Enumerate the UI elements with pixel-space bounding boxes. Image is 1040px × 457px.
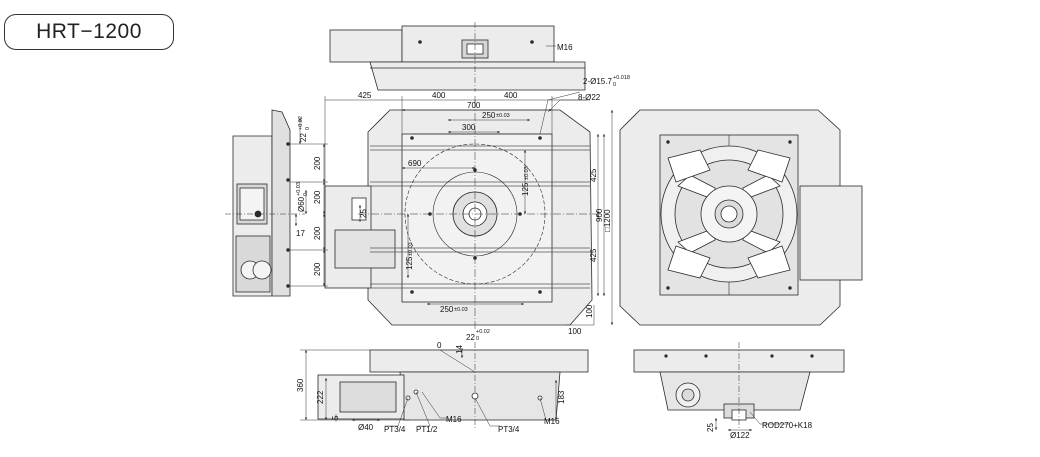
dim-front-0: 0 — [437, 341, 442, 350]
dim-side-17: 17 — [296, 229, 305, 238]
dim-m16-top: M16 — [557, 43, 573, 52]
dim-250-top: 250 — [482, 111, 496, 120]
dim-100-horizontal: 100 — [568, 327, 582, 336]
front-view — [317, 342, 589, 428]
dim-1200: □1200 — [603, 209, 612, 232]
dim-400-right: 400 — [504, 91, 518, 100]
plan-view — [324, 100, 598, 330]
dim-side-200-b: 200 — [313, 190, 322, 204]
dim-side-200-a: 200 — [313, 156, 322, 170]
dim-holes-22: 8-Ø22 — [578, 93, 601, 102]
dim-125-top: 125 — [521, 182, 530, 196]
dim-rear-25: 25 — [706, 423, 715, 432]
tol-holes-15-zero: 0 — [613, 82, 616, 88]
tol-side-60: +0.03 — [296, 182, 302, 196]
label-pt34-left: PT3/4 — [384, 425, 406, 434]
dim-250-bottom: 250 — [440, 305, 454, 314]
top-elevation-view — [329, 22, 586, 92]
dim-front-40: Ø40 — [358, 423, 374, 432]
dim-side-22: 22 — [299, 133, 308, 142]
front-dimension-lines — [300, 348, 558, 427]
dim-front-360: 360 — [296, 378, 305, 392]
tol-250-bottom: ±0.03 — [454, 307, 468, 313]
dim-100-vertical: 100 — [585, 304, 594, 318]
dim-side-200-d: 200 — [313, 262, 322, 276]
dim-400-left: 400 — [432, 91, 446, 100]
dim-front-5: 5 — [331, 415, 340, 420]
label-pt34-right: PT3/4 — [498, 425, 520, 434]
dim-425-top: 425 — [358, 91, 372, 100]
dim-690: 690 — [408, 159, 422, 168]
dim-425-right-lower: 425 — [589, 248, 598, 262]
tol-125-bottom: ±0.03 — [408, 242, 414, 256]
bottom-plan-view — [619, 109, 863, 326]
label-m16-b: M16 — [544, 417, 560, 426]
plan-dimension-lines — [324, 91, 614, 326]
side-dimension-lines — [290, 118, 328, 287]
dim-300: 300 — [462, 123, 476, 132]
label-pt12: PT1/2 — [416, 425, 438, 434]
dim-425-right-upper: 425 — [589, 168, 598, 182]
tol-holes-15: +0.018 — [613, 75, 630, 81]
model-name-badge: HRT−1200 — [4, 14, 174, 50]
dim-900: 900 — [595, 208, 604, 222]
dim-rear-122: Ø122 — [730, 431, 750, 440]
dim-front-14: 14 — [455, 345, 464, 354]
rear-dimension-lines — [714, 411, 790, 432]
tol-250-top: ±0.03 — [496, 113, 510, 119]
dim-front-183: 183 — [557, 390, 566, 404]
dim-side-60: Ø60 — [297, 196, 306, 212]
tol-side-22: +0.02 — [298, 116, 304, 130]
dim-700: 700 — [467, 101, 481, 110]
tol-front-22-zero: 0 — [476, 336, 479, 342]
tol-front-22: +0.02 — [476, 329, 490, 335]
dim-125-bottom: 125 — [405, 256, 414, 270]
rear-view — [633, 342, 845, 430]
tol-side-60-zero: 0 — [303, 193, 309, 196]
tol-side-22-zero: 0 — [305, 127, 311, 130]
dim-front-222: 222 — [316, 390, 325, 404]
label-m16-a: M16 — [446, 415, 462, 424]
side-view — [225, 109, 305, 297]
dim-25: 25 — [359, 209, 368, 218]
label-rod: ROD270+K18 — [762, 421, 813, 430]
dim-side-200-c: 200 — [313, 226, 322, 240]
tol-125-top: ±0.03 — [524, 166, 530, 180]
dim-holes-15: 2-Ø15.7 — [583, 77, 612, 86]
dim-front-22: 22 — [466, 333, 475, 342]
model-name: HRT−1200 — [36, 20, 142, 43]
